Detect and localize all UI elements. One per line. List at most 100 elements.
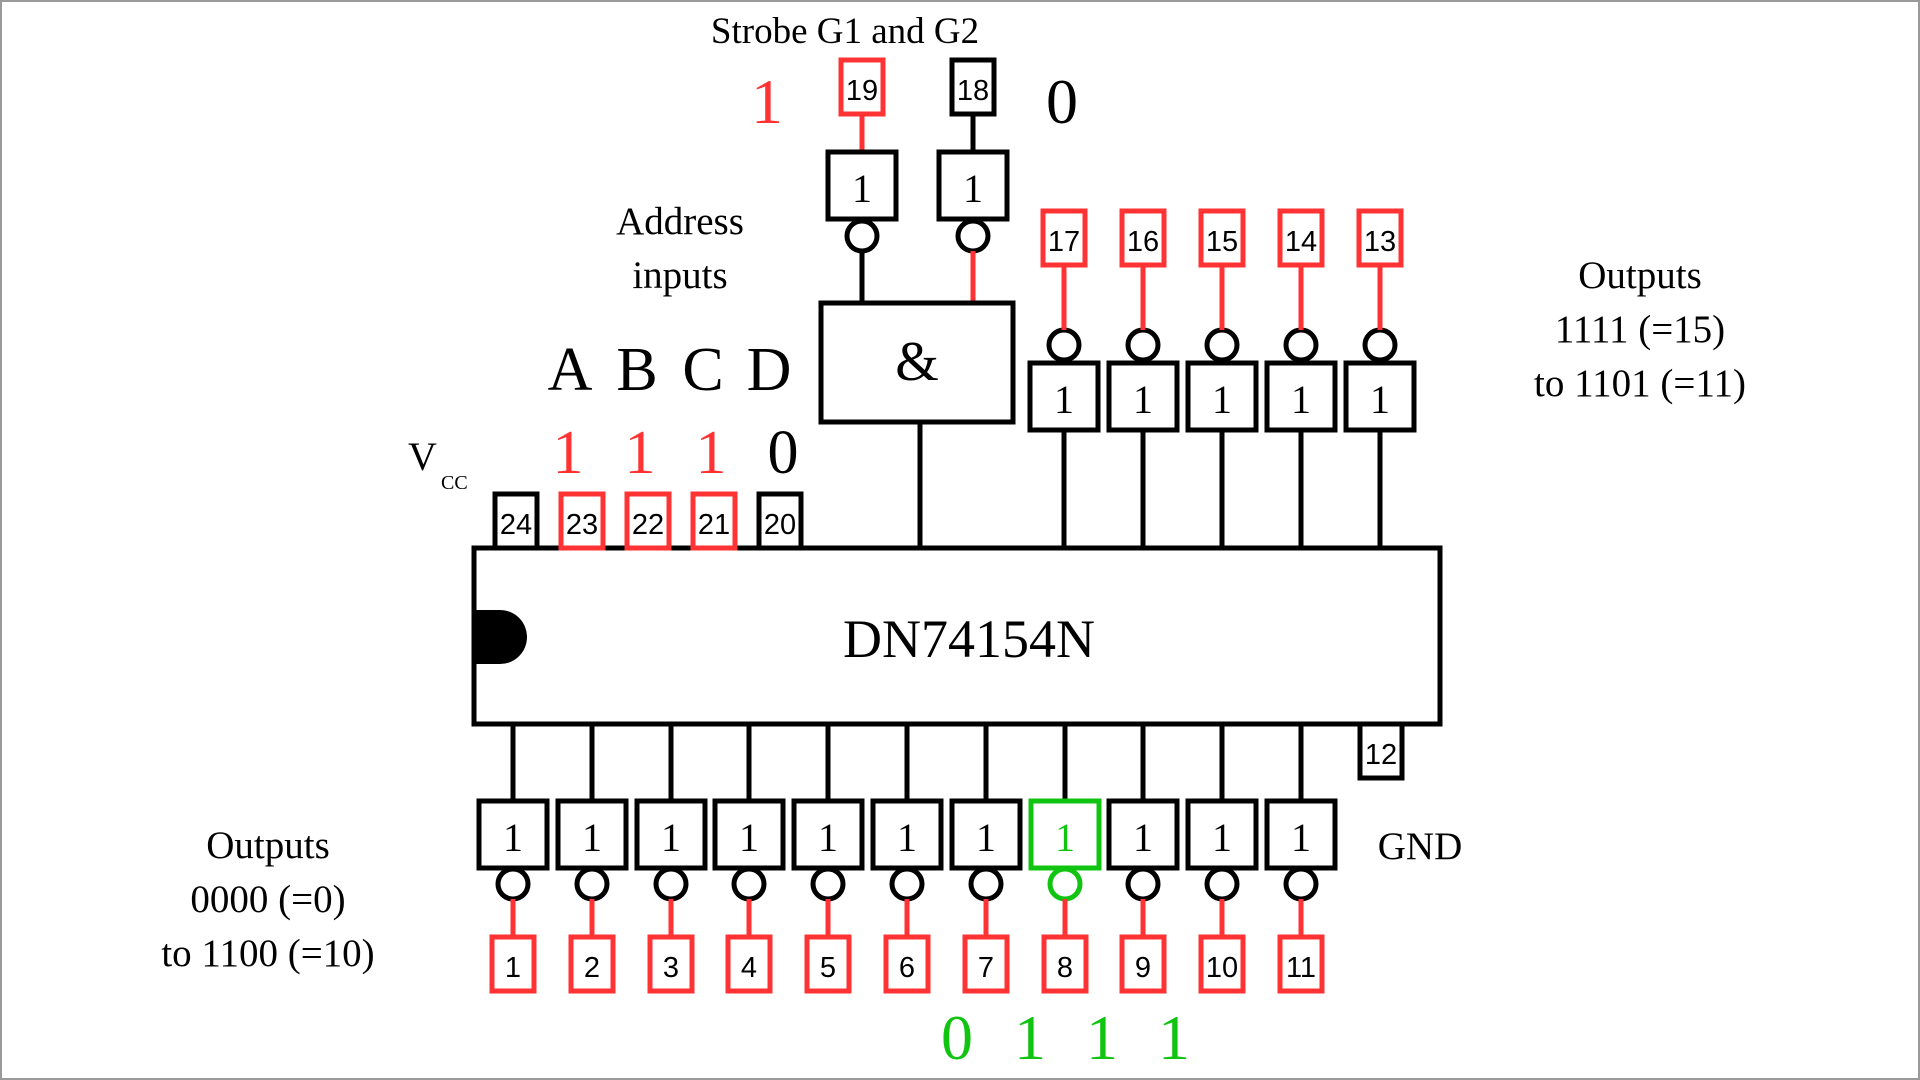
- pin-3-box: [647, 934, 695, 994]
- pin-6-number: 6: [899, 952, 915, 984]
- pin-1: 1: [489, 934, 537, 994]
- bottom-output-not-gate-8: 1: [1028, 798, 1102, 871]
- pin-7: 7: [962, 934, 1010, 994]
- pin-11-box: [1277, 934, 1325, 994]
- address-label-line2: inputs: [632, 254, 727, 297]
- pin-22-number: 22: [632, 509, 664, 541]
- top-output-not-gate-14-symbol: 1: [1291, 377, 1311, 422]
- outputs-right-line-2: to 1101 (=11): [1534, 362, 1746, 405]
- pin-13-box: [1356, 208, 1404, 268]
- top-output-not-gate-13-symbol: 1: [1370, 377, 1390, 422]
- bottom-output-not-gate-1-symbol: 1: [503, 815, 523, 860]
- chip-body: [471, 545, 1443, 727]
- address-value-1: 1: [625, 419, 656, 487]
- and-gate-box: [818, 300, 1016, 425]
- bottom-output-not-gate-2-box: [555, 798, 629, 871]
- bottom-output-not-gate-1: 1: [476, 798, 550, 871]
- top-output-not-gate-13-box: [1343, 360, 1417, 433]
- pin-16: 16: [1119, 208, 1167, 268]
- top-output-not-gate-15-box: [1185, 360, 1259, 433]
- pin-7-number: 7: [978, 952, 994, 984]
- outputs-right-line-0: Outputs: [1578, 254, 1702, 297]
- pin-2-box: [568, 934, 616, 994]
- vcc-subscript: CC: [441, 472, 468, 494]
- top-output-not-gate-16: 1: [1106, 360, 1180, 433]
- selected-code-digit-2: 1: [1086, 1002, 1118, 1073]
- bottom-output-not-gate-6: 1: [870, 798, 944, 871]
- bottom-output-bubble-9: [1125, 866, 1161, 902]
- pin-10-number: 10: [1206, 952, 1238, 984]
- bottom-output-bubble-4: [731, 866, 767, 902]
- bottom-output-not-gate-3-symbol: 1: [661, 815, 681, 860]
- pin-3: 3: [647, 934, 695, 994]
- pin-8: 8: [1041, 934, 1089, 994]
- pin-6-box: [883, 934, 931, 994]
- pin-16-box: [1119, 208, 1167, 268]
- bottom-output-bubble-2: [574, 866, 610, 902]
- pin-22-box: [624, 491, 672, 551]
- pin-12: 12: [1357, 721, 1405, 781]
- bottom-output-not-gate-8-symbol: 1: [1055, 815, 1075, 860]
- top-output-not-gate-17: 1: [1027, 360, 1101, 433]
- strobe-g2-value: 0: [1046, 66, 1078, 137]
- pin-21-number: 21: [698, 509, 730, 541]
- pin-13-number: 13: [1364, 226, 1396, 258]
- bottom-output-not-gate-7-box: [949, 798, 1023, 871]
- bottom-output-not-gate-6-box: [870, 798, 944, 871]
- pin-4-box: [725, 934, 773, 994]
- pin-24-box: [492, 491, 540, 551]
- pin-5-box: [804, 934, 852, 994]
- bottom-output-not-gate-10: 1: [1185, 798, 1259, 871]
- pin-10: 10: [1198, 934, 1246, 994]
- address-letter-a: A: [548, 336, 593, 404]
- strobe-section: 19 1 18 1: [825, 57, 1010, 303]
- strobe-inverter-bubble-18: [955, 218, 991, 254]
- top-output-bubble-14: [1283, 327, 1319, 363]
- bottom-output-not-gate-5: 1: [791, 798, 865, 871]
- pin-18: 18: [949, 57, 997, 117]
- bottom-output-not-gate-5-symbol: 1: [818, 815, 838, 860]
- bottom-output-bubble-1: [495, 866, 531, 902]
- outputs-left-line-1: 0000 (=0): [190, 878, 345, 921]
- address-label-line1: Address: [616, 200, 744, 243]
- top-output-not-gate-14: 1: [1264, 360, 1338, 433]
- pin-9-box: [1119, 934, 1167, 994]
- address-letter-c: C: [682, 336, 723, 404]
- pin-23-number: 23: [566, 509, 598, 541]
- top-output-bubble-13: [1362, 327, 1398, 363]
- pin-15-number: 15: [1206, 226, 1238, 258]
- chip: DN74154N: [471, 545, 1443, 727]
- bottom-output-bubble-5: [810, 866, 846, 902]
- bottom-output-bubble-3: [653, 866, 689, 902]
- bottom-output-not-gate-3: 1: [634, 798, 708, 871]
- bottom-output-not-gate-9-symbol: 1: [1133, 815, 1153, 860]
- strobe-not-gate-18: 1: [936, 149, 1010, 222]
- gnd-label: GND: [1378, 825, 1463, 868]
- pin-21: 21: [690, 491, 738, 551]
- top-output-not-gate-15-symbol: 1: [1212, 377, 1232, 422]
- strobe-not-gate-19-symbol: 1: [852, 166, 872, 211]
- pin-17: 17: [1040, 208, 1088, 268]
- pin-7-box: [962, 934, 1010, 994]
- top-output-not-gate-13: 1: [1343, 360, 1417, 433]
- pin-19: 19: [838, 57, 886, 117]
- bottom-output-not-gate-8-box: [1028, 798, 1102, 871]
- top-output-not-gate-17-symbol: 1: [1054, 377, 1074, 422]
- pin-14-box: [1277, 208, 1325, 268]
- address-value-0: 1: [553, 419, 584, 487]
- bottom-output-not-gate-4-symbol: 1: [739, 815, 759, 860]
- pin-23: 23: [558, 491, 606, 551]
- pin-12-number: 12: [1365, 739, 1397, 771]
- bottom-output-not-gate-7: 1: [949, 798, 1023, 871]
- bottom-output-not-gate-4-box: [712, 798, 786, 871]
- strobe-inverter-bubble-19: [844, 218, 880, 254]
- pin-5: 5: [804, 934, 852, 994]
- top-output-bubble-15: [1204, 327, 1240, 363]
- address-value-3: 0: [768, 419, 799, 487]
- pin-3-number: 3: [663, 952, 679, 984]
